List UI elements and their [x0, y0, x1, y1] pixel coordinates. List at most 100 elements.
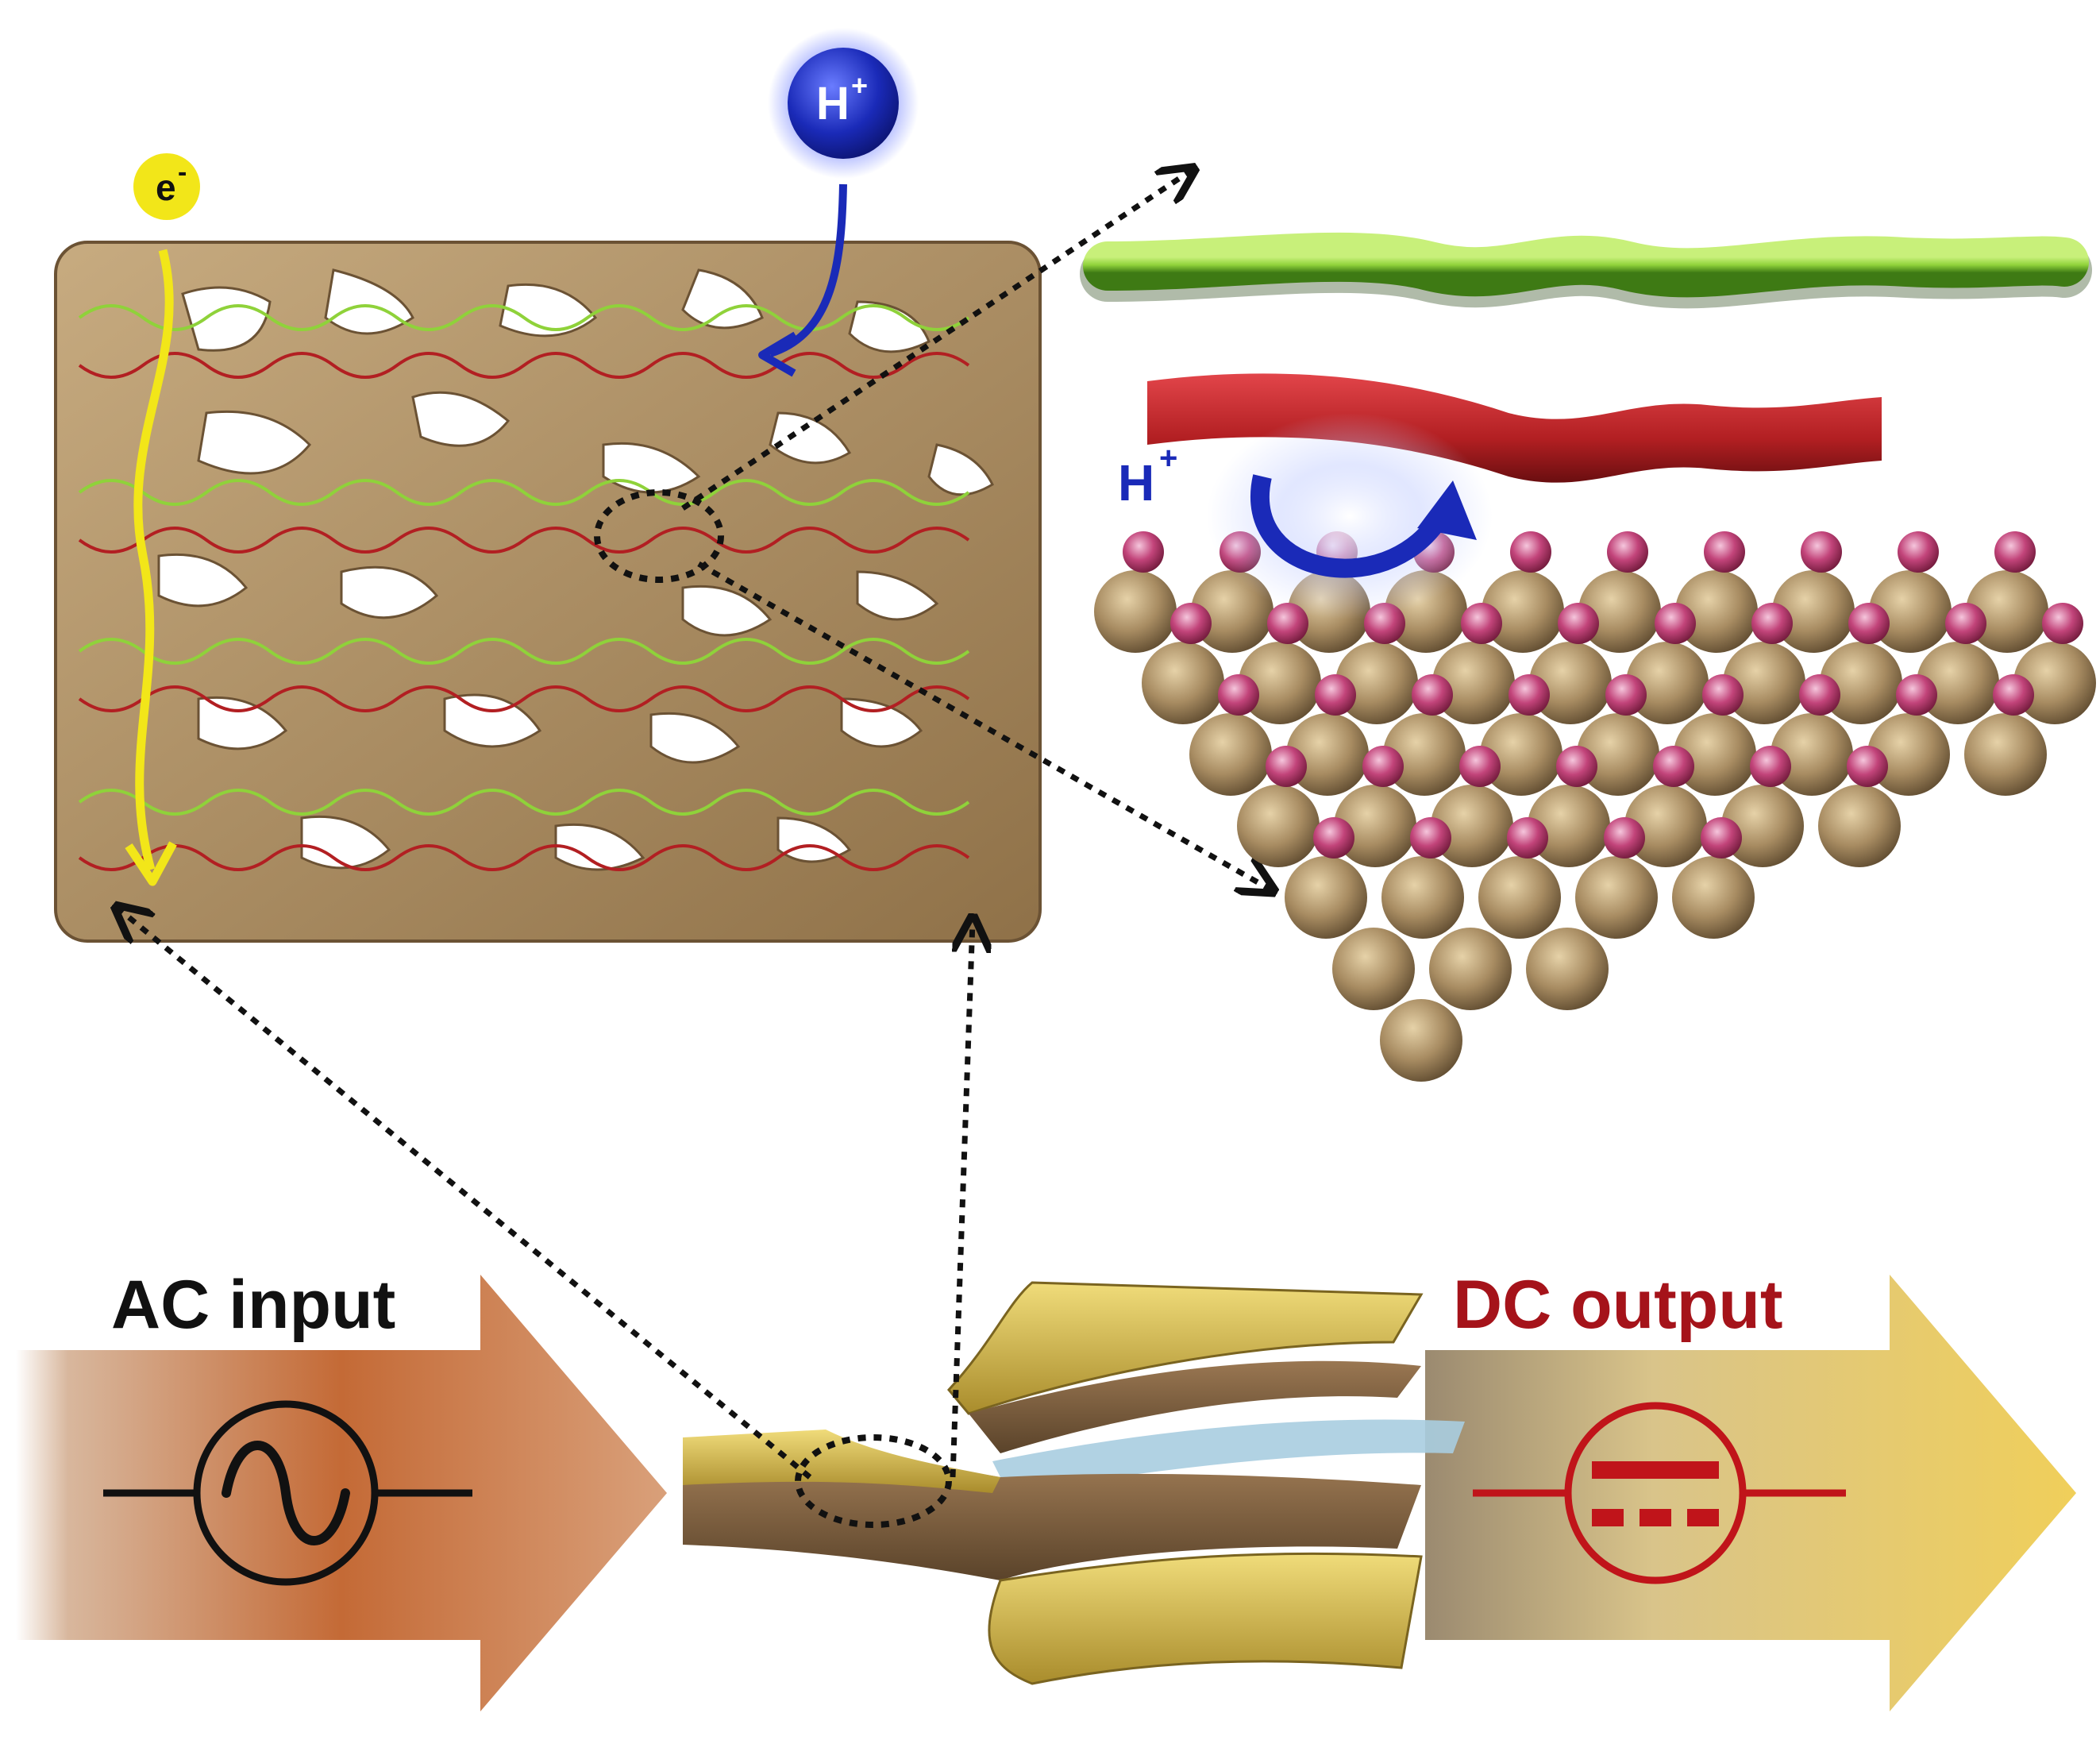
adsorbed-bead	[1801, 531, 1842, 573]
interaction-glow	[1207, 413, 1493, 619]
left-clamp-gold	[683, 1430, 1000, 1493]
bead-lattice	[1094, 531, 2096, 1082]
zoom-line-upper	[681, 171, 1191, 511]
adsorbed-bead	[1605, 674, 1647, 716]
porous-mesh	[54, 241, 1042, 943]
adsorbed-bead	[1896, 674, 1937, 716]
adsorbed-bead	[1994, 531, 2036, 573]
substrate-bead	[1771, 713, 1853, 796]
adsorbed-bead	[1266, 746, 1307, 787]
adsorbed-bead	[1898, 531, 1939, 573]
proton-entry-arrow	[769, 183, 847, 357]
substrate-bead	[1237, 785, 1320, 867]
zoom-region-mesh	[594, 489, 724, 583]
substrate-bead	[1142, 642, 1224, 724]
adsorbed-bead	[1509, 674, 1550, 716]
substrate-bead	[1332, 928, 1415, 1010]
electron-path-arrowhead	[125, 841, 177, 886]
substrate-bead	[1672, 856, 1755, 939]
zoom-line-device-up	[950, 921, 973, 1478]
substrate-bead	[1482, 570, 1564, 653]
substrate-bead	[1334, 785, 1416, 867]
adsorbed-bead	[1604, 817, 1645, 858]
adsorbed-bead	[1313, 817, 1354, 858]
proton-entry-arrowhead	[758, 331, 798, 377]
substrate-bead	[1189, 713, 1272, 796]
substrate-bead	[1721, 785, 1804, 867]
adsorbed-bead	[1410, 817, 1451, 858]
red-polymer-ribbon	[1147, 373, 1882, 483]
proton-exchange-arrowhead	[1417, 480, 1477, 540]
adsorbed-bead	[1945, 603, 1986, 644]
substrate-bead	[1964, 713, 2047, 796]
substrate-bead	[1674, 713, 1756, 796]
adsorbed-bead	[1653, 746, 1694, 787]
substrate-bead	[1431, 785, 1513, 867]
adsorbed-bead	[1993, 674, 2034, 716]
substrate-bead	[1578, 570, 1661, 653]
substrate-bead	[1335, 642, 1418, 724]
adsorbed-bead	[1218, 674, 1259, 716]
substrate-bead	[1820, 642, 1902, 724]
adsorbed-bead	[1701, 817, 1742, 858]
zoom-line-device-left	[119, 909, 812, 1480]
adsorbed-bead	[1459, 746, 1501, 787]
proton-exchange-arrow	[1250, 474, 1454, 578]
adsorbed-bead	[1751, 603, 1793, 644]
substrate-bead	[1285, 856, 1367, 939]
adsorbed-bead	[1558, 603, 1599, 644]
adsorbed-bead	[1848, 603, 1890, 644]
substrate-bead	[1626, 642, 1709, 724]
adsorbed-bead	[1507, 817, 1548, 858]
substrate-bead	[1867, 713, 1950, 796]
adsorbed-bead	[1315, 674, 1356, 716]
substrate-bead	[1772, 570, 1855, 653]
substrate-bead	[1286, 713, 1369, 796]
substrate-bead	[1917, 642, 1999, 724]
dc-output-label: DC output	[1453, 1267, 1783, 1343]
ac-input-label: AC input	[111, 1267, 395, 1343]
substrate-bead	[1675, 570, 1758, 653]
adsorbed-bead	[1847, 746, 1888, 787]
proton-ball	[788, 48, 899, 159]
substrate-bead	[1966, 570, 2048, 653]
substrate-bead	[1380, 999, 1462, 1082]
top-gold-plate	[947, 1281, 1424, 1415]
sine-wave-icon	[103, 1400, 472, 1586]
proton-interface-label: H	[1118, 454, 1154, 511]
dc-symbol-icon	[1473, 1402, 1846, 1584]
adsorbed-bead	[1412, 674, 1453, 716]
adsorbed-bead	[1123, 531, 1164, 573]
adsorbed-bead	[1510, 531, 1551, 573]
adsorbed-bead	[1556, 746, 1597, 787]
substrate-bead	[1383, 713, 1466, 796]
zoom-region-device	[795, 1434, 952, 1528]
adsorbed-bead	[1267, 603, 1308, 644]
electron-badge	[133, 153, 200, 220]
adsorbed-bead	[1170, 603, 1212, 644]
device-stack	[683, 1281, 1465, 1685]
substrate-bead	[1723, 642, 1805, 724]
bottom-electrode-layer	[683, 1465, 1421, 1580]
adsorbed-bead	[1607, 531, 1648, 573]
substrate-bead	[1528, 785, 1610, 867]
substrate-bead	[1429, 928, 1512, 1010]
substrate-bead	[1480, 713, 1562, 796]
proton-top-label: H	[816, 78, 850, 129]
substrate-bead	[1529, 642, 1612, 724]
substrate-bead	[1577, 713, 1659, 796]
proton-top-superscript: +	[851, 69, 868, 102]
bottom-gold-plate	[988, 1552, 1423, 1685]
substrate-bead	[1526, 928, 1609, 1010]
adsorbed-bead	[1655, 603, 1696, 644]
adsorbed-bead	[1362, 746, 1404, 787]
substrate-bead	[1869, 570, 1952, 653]
substrate-bead	[1094, 570, 1177, 653]
electron-label: e	[156, 167, 176, 208]
top-electrode-layer	[969, 1360, 1421, 1453]
adsorbed-bead	[2042, 603, 2083, 644]
substrate-bead	[2013, 642, 2096, 724]
substrate-bead	[1575, 856, 1658, 939]
substrate-bead	[1818, 785, 1901, 867]
